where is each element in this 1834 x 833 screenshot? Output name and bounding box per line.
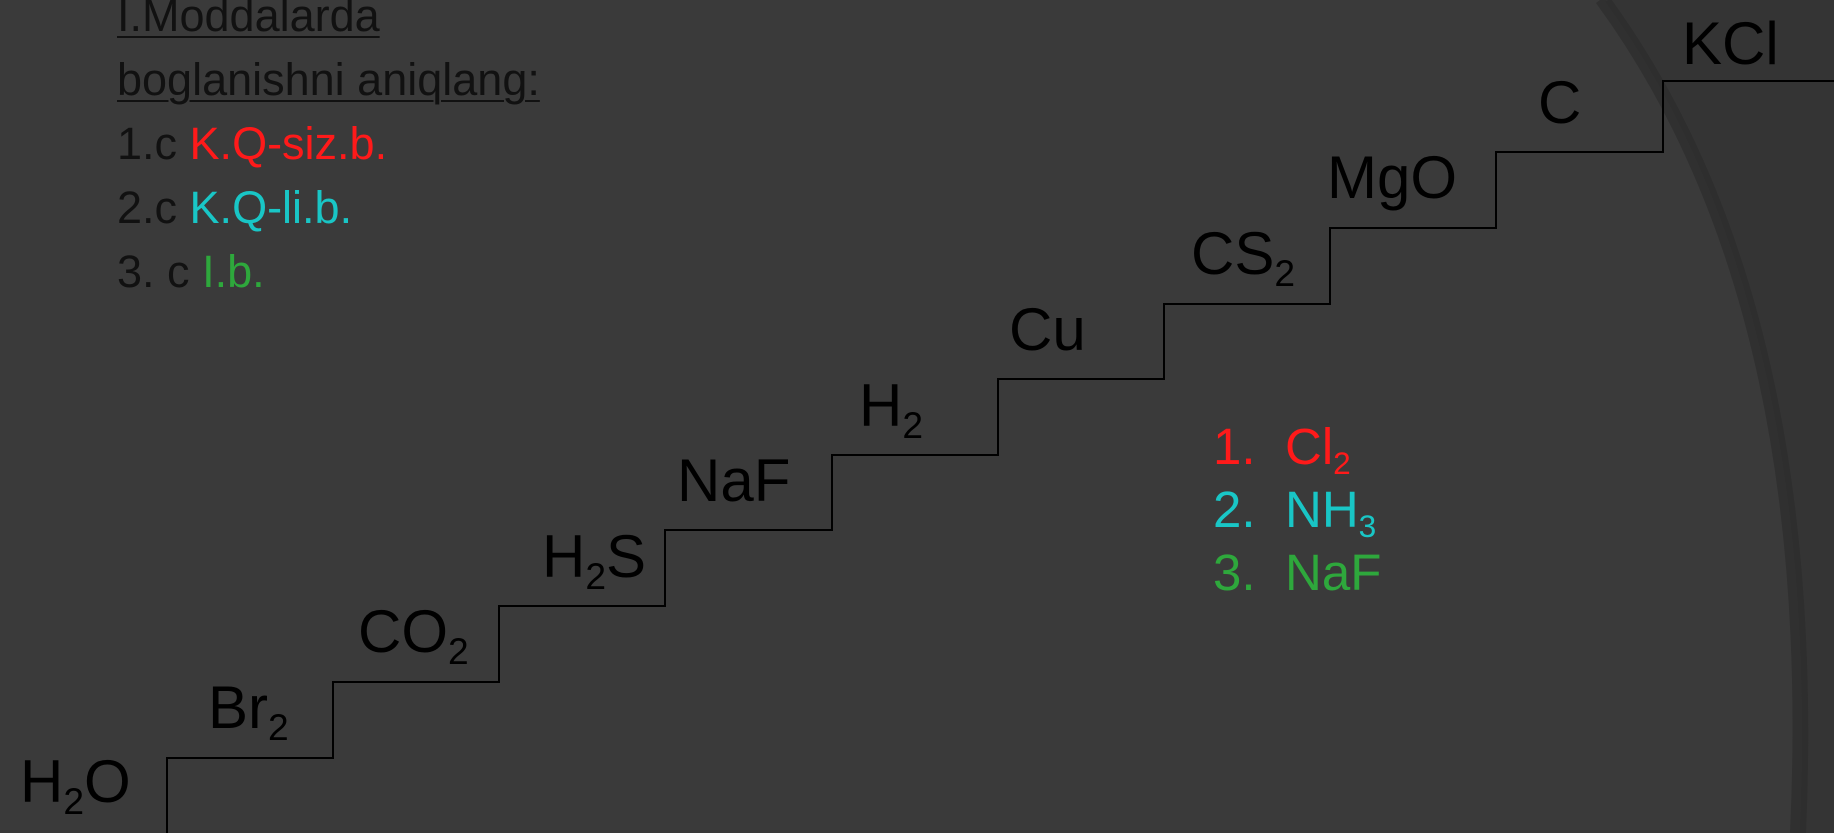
formula-sub: 2 — [448, 629, 469, 672]
formula-tail: S — [606, 523, 647, 590]
answer-list: 1. Cl2 2. NH3 3. NaF — [1213, 415, 1381, 604]
answer-number: 2. — [1213, 481, 1256, 538]
task-item-3: 3. c I.b. — [117, 240, 677, 304]
formula-base: H — [859, 372, 903, 439]
formula-base: NaF — [677, 447, 791, 514]
answer-item-2: 2. NH3 — [1213, 478, 1381, 545]
formula-base: Cu — [1009, 296, 1086, 363]
stair-formula-kcl: KCl — [1682, 14, 1779, 74]
stair-formula-h2o: H2O — [20, 752, 131, 820]
stair-formula-br2: Br2 — [208, 678, 289, 746]
task-item-label: 3. c — [117, 246, 190, 297]
answer-base: NaF — [1285, 544, 1382, 601]
stair-formula-co2: CO2 — [358, 602, 469, 670]
answer-number: 1. — [1213, 418, 1256, 475]
stair-formula-h2: H2 — [859, 376, 923, 444]
formula-base: H — [542, 523, 586, 590]
stair-formula-cs2: CS2 — [1191, 224, 1295, 292]
stair-formula-cu: Cu — [1009, 300, 1086, 360]
formula-sub: 2 — [902, 403, 924, 446]
formula-tail: O — [84, 748, 131, 815]
task-item-answer: K.Q-siz.b. — [189, 118, 388, 169]
answer-sub: 2 — [1333, 445, 1351, 482]
formula-base: CO — [358, 598, 448, 665]
formula-sub: 2 — [1274, 251, 1296, 294]
formula-sub: 2 — [585, 554, 607, 597]
task-item-answer: K.Q-li.b. — [189, 182, 353, 233]
formula-sub: 2 — [268, 705, 289, 748]
answer-base: Cl — [1285, 418, 1334, 475]
task-block: I.Moddalarda boglanishni aniqlang: 1.c K… — [117, 0, 677, 304]
formula-base: CS — [1191, 220, 1275, 287]
task-item-label: 1.c — [117, 118, 178, 169]
task-item-label: 2.c — [117, 182, 178, 233]
answer-number: 3. — [1213, 544, 1256, 601]
task-item-1: 1.c K.Q-siz.b. — [117, 112, 677, 176]
formula-base: C — [1538, 69, 1582, 136]
formula-base: MgO — [1327, 144, 1458, 211]
task-title-line1: I.Moddalarda — [117, 0, 380, 41]
task-item-answer: I.b. — [202, 246, 265, 297]
answer-item-3: 3. NaF — [1213, 541, 1381, 604]
formula-base: H — [20, 748, 64, 815]
formula-base: KCl — [1682, 10, 1779, 77]
stair-formula-mgo: MgO — [1327, 148, 1457, 208]
task-title-line2: boglanishni aniqlang: — [117, 54, 540, 105]
answer-sub: 3 — [1358, 508, 1377, 545]
stair-formula-c: C — [1538, 73, 1581, 133]
answer-item-1: 1. Cl2 — [1213, 415, 1381, 482]
formula-base: Br — [208, 674, 268, 741]
answer-base: NH — [1285, 481, 1359, 538]
task-item-2: 2.c K.Q-li.b. — [117, 176, 677, 240]
stair-formula-h2s: H2S — [542, 527, 646, 595]
stair-formula-naf: NaF — [677, 451, 790, 511]
formula-sub: 2 — [63, 779, 85, 822]
